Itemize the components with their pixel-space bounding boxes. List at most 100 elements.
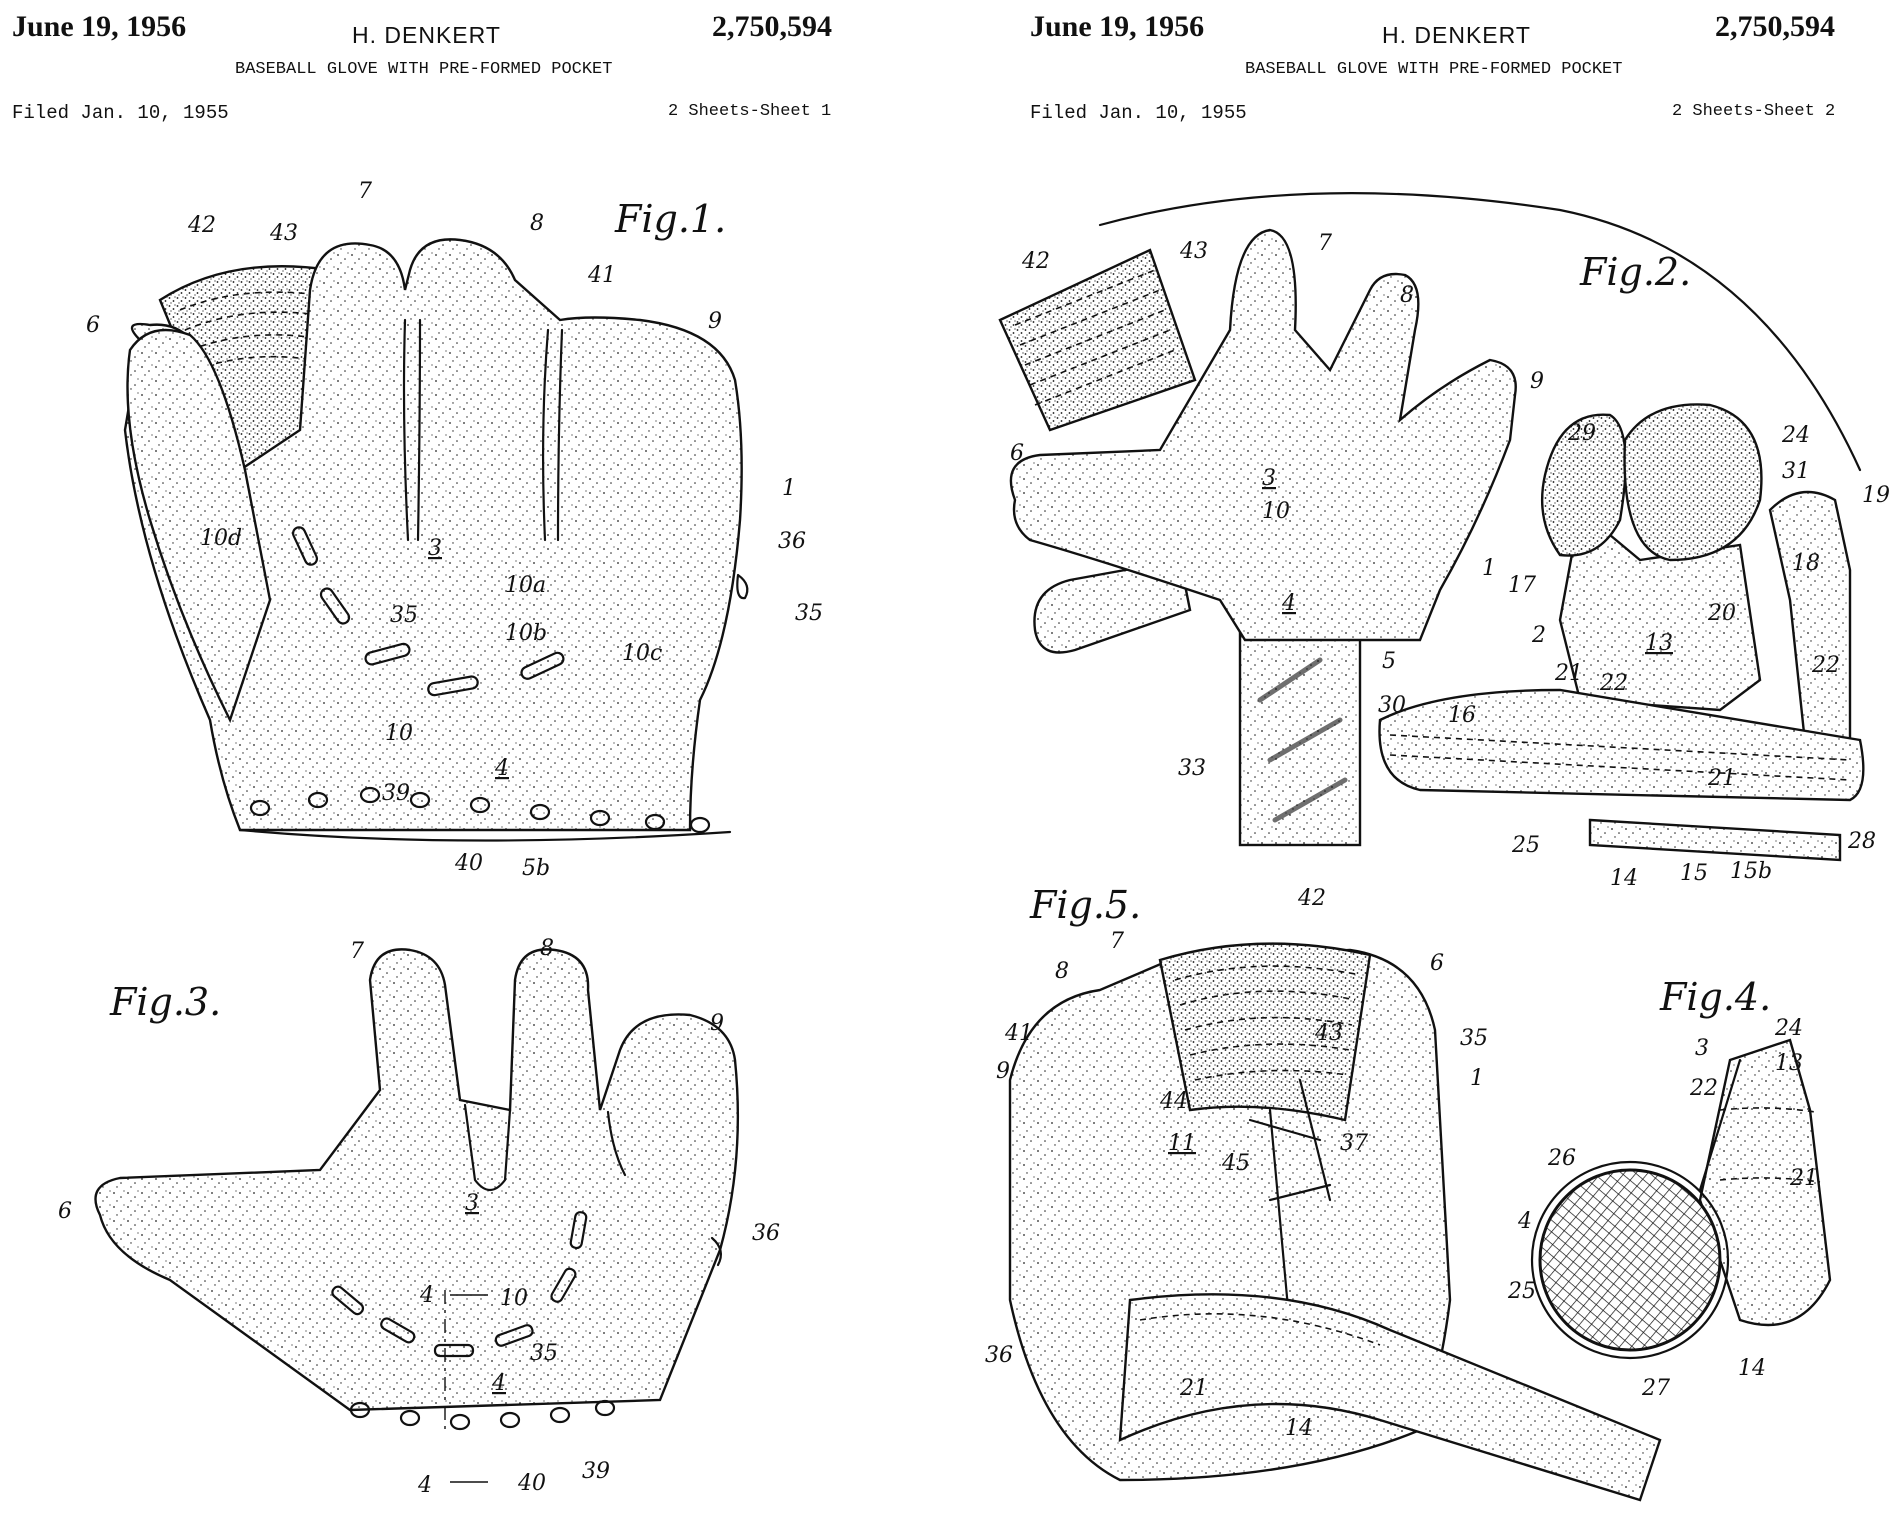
fig2-label: Fig.2. [1579, 250, 1691, 294]
fig4-ref-21: 21 [1789, 1166, 1818, 1191]
fig3-ref-40: 40 [517, 1471, 546, 1496]
sheet1-inventor: H. DENKERT [352, 22, 501, 48]
fig1-heel-lacing-39 [238, 786, 732, 842]
fig2-ref-3: 3 [1262, 466, 1276, 491]
fig1-ref-35-side: 35 [795, 601, 823, 626]
fig4-section-wall-13 [1698, 1038, 1832, 1327]
fig3-ref-7: 7 [350, 939, 364, 964]
fig2-ref-15b: 15b [1730, 859, 1772, 884]
fig2-ref-21-lower: 21 [1707, 766, 1736, 791]
sheet2-sheet-number: 2 Sheets-Sheet 2 [1672, 102, 1836, 121]
fig1-label: Fig.1. [614, 197, 726, 241]
fig1-ref-35: 35 [390, 603, 418, 628]
fig4-ref-27: 27 [1641, 1376, 1670, 1401]
fig5-ref-44: 44 [1159, 1089, 1188, 1114]
fig2-ref-22: 22 [1599, 671, 1628, 696]
figure-1-glove-palm-view: 42 43 7 8 41 9 6 1 36 35 10d 3 10a 10b 1… [86, 179, 823, 881]
fig1-ref-6: 6 [86, 313, 100, 338]
fig4-ref-3: 3 [1695, 1036, 1709, 1061]
fig3-label: Fig.3. [109, 980, 221, 1024]
fig4-label: Fig.4. [1659, 975, 1771, 1019]
fig2-ref-5: 5 [1382, 649, 1396, 674]
fig5-ref-8: 8 [1055, 959, 1069, 984]
fig1-ref-4: 4 [494, 756, 509, 781]
fig1-ref-7: 7 [358, 179, 372, 204]
fig1-glove-body-1 [123, 238, 743, 832]
patent-sheet-2: June 19, 1956 H. DENKERT 2,750,594 BASEB… [950, 0, 1900, 1520]
fig2-ref-28: 28 [1847, 829, 1876, 854]
fig2-ref-2: 2 [1531, 623, 1546, 648]
fig2-ref-18: 18 [1792, 551, 1820, 576]
fig2-strap-33 [1238, 628, 1362, 847]
fig2-ref-42: 42 [1021, 249, 1050, 274]
fig1-ref-5b: 5b [522, 856, 550, 881]
fig3-ref-4-bottom: 4 [417, 1473, 432, 1498]
fig2-web-42 [998, 248, 1197, 432]
sheet1-date: June 19, 1956 [12, 10, 187, 43]
fig2-ref-30: 30 [1378, 693, 1406, 718]
sheet2-patent-number: 2,750,594 [1715, 10, 1835, 43]
fig1-ref-9: 9 [708, 309, 722, 334]
fig1-ref-39: 39 [382, 781, 410, 806]
fig1-ref-42: 42 [187, 213, 216, 238]
fig5-strap-14 [1118, 1293, 1662, 1502]
figure-4-section-view: 3 24 13 22 21 26 4 25 27 14 Fig.4. [1507, 975, 1832, 1401]
fig1-ref-3: 3 [428, 536, 442, 561]
fig2-ref-20: 20 [1707, 601, 1736, 626]
fig5-ref-37: 37 [1340, 1131, 1368, 1156]
fig5-ref-21: 21 [1179, 1376, 1208, 1401]
fig4-ref-22: 22 [1689, 1076, 1718, 1101]
fig2-ref-6: 6 [1010, 441, 1024, 466]
fig3-ref-4-top: 4 [419, 1283, 434, 1308]
fig2-bracket [1098, 192, 1862, 472]
fig2-ref-13: 13 [1645, 631, 1673, 656]
fig2-padding-24 [1623, 403, 1763, 562]
fig2-ref-17: 17 [1508, 573, 1536, 598]
fig4-ref-4: 4 [1517, 1209, 1532, 1234]
fig5-web-42 [1158, 942, 1372, 1122]
patent-sheet-1: June 19, 1956 H. DENKERT 2,750,594 BASEB… [12, 10, 832, 124]
figure-2-exploded-view: 42 43 7 8 9 6 3 10 1 4 5 33 29 24 31 19 … [998, 192, 1890, 891]
fig2-ref-7: 7 [1318, 231, 1332, 256]
fig2-ref-10: 10 [1262, 499, 1290, 524]
fig4-ref-13: 13 [1775, 1051, 1803, 1076]
fig1-ref-8: 8 [530, 211, 544, 236]
figure-3-glove-blank: 7 8 9 6 36 3 4 10 35 4 39 40 4 Fig.3. [58, 936, 780, 1498]
fig3-ref-9: 9 [710, 1011, 724, 1036]
fig1-ref-43: 43 [269, 221, 298, 246]
fig3-blank-outline [94, 948, 740, 1412]
fig3-ref-3: 3 [465, 1191, 479, 1216]
fig2-ref-21: 21 [1554, 661, 1583, 686]
fig1-ref-10d: 10d [200, 526, 242, 551]
fig1-ref-10: 10 [385, 721, 413, 746]
fig5-ref-6: 6 [1430, 951, 1444, 976]
fig3-ref-8: 8 [540, 936, 554, 961]
fig2-ref-16: 16 [1448, 703, 1476, 728]
fig1-ref-10c: 10c [622, 641, 662, 666]
fig3-ref-35: 35 [530, 1341, 558, 1366]
fig5-ref-1: 1 [1470, 1066, 1484, 1091]
fig3-heel-lacing-39 [349, 1399, 616, 1431]
fig3-ref-10: 10 [500, 1286, 528, 1311]
fig5-ref-45: 45 [1221, 1151, 1250, 1176]
fig5-label: Fig.5. [1029, 883, 1141, 927]
fig1-ref-36: 36 [778, 529, 806, 554]
fig4-ref-25: 25 [1507, 1279, 1536, 1304]
fig5-ref-9: 9 [996, 1059, 1010, 1084]
fig2-ref-22-right: 22 [1811, 653, 1840, 678]
fig2-ref-29: 29 [1567, 421, 1596, 446]
fig1-thumb-6 [126, 328, 272, 724]
sheet2-filed-date: Filed Jan. 10, 1955 [1030, 102, 1247, 124]
fig2-back-blank [1009, 228, 1517, 642]
fig4-pocket-ball-26 [1538, 1168, 1722, 1352]
fig1-ref-10a: 10a [505, 573, 546, 598]
fig5-ref-7: 7 [1110, 929, 1124, 954]
fig2-padding-29 [1540, 413, 1627, 557]
fig2-inner-lining-13 [1558, 507, 1762, 712]
fig5-ref-43: 43 [1314, 1021, 1343, 1046]
fig2-ref-43: 43 [1179, 239, 1208, 264]
fig2-ref-31: 31 [1782, 459, 1810, 484]
fig2-ref-14: 14 [1610, 866, 1638, 891]
fig5-ref-36: 36 [985, 1343, 1013, 1368]
sheet1-title: BASEBALL GLOVE WITH PRE-FORMED POCKET [235, 60, 613, 79]
